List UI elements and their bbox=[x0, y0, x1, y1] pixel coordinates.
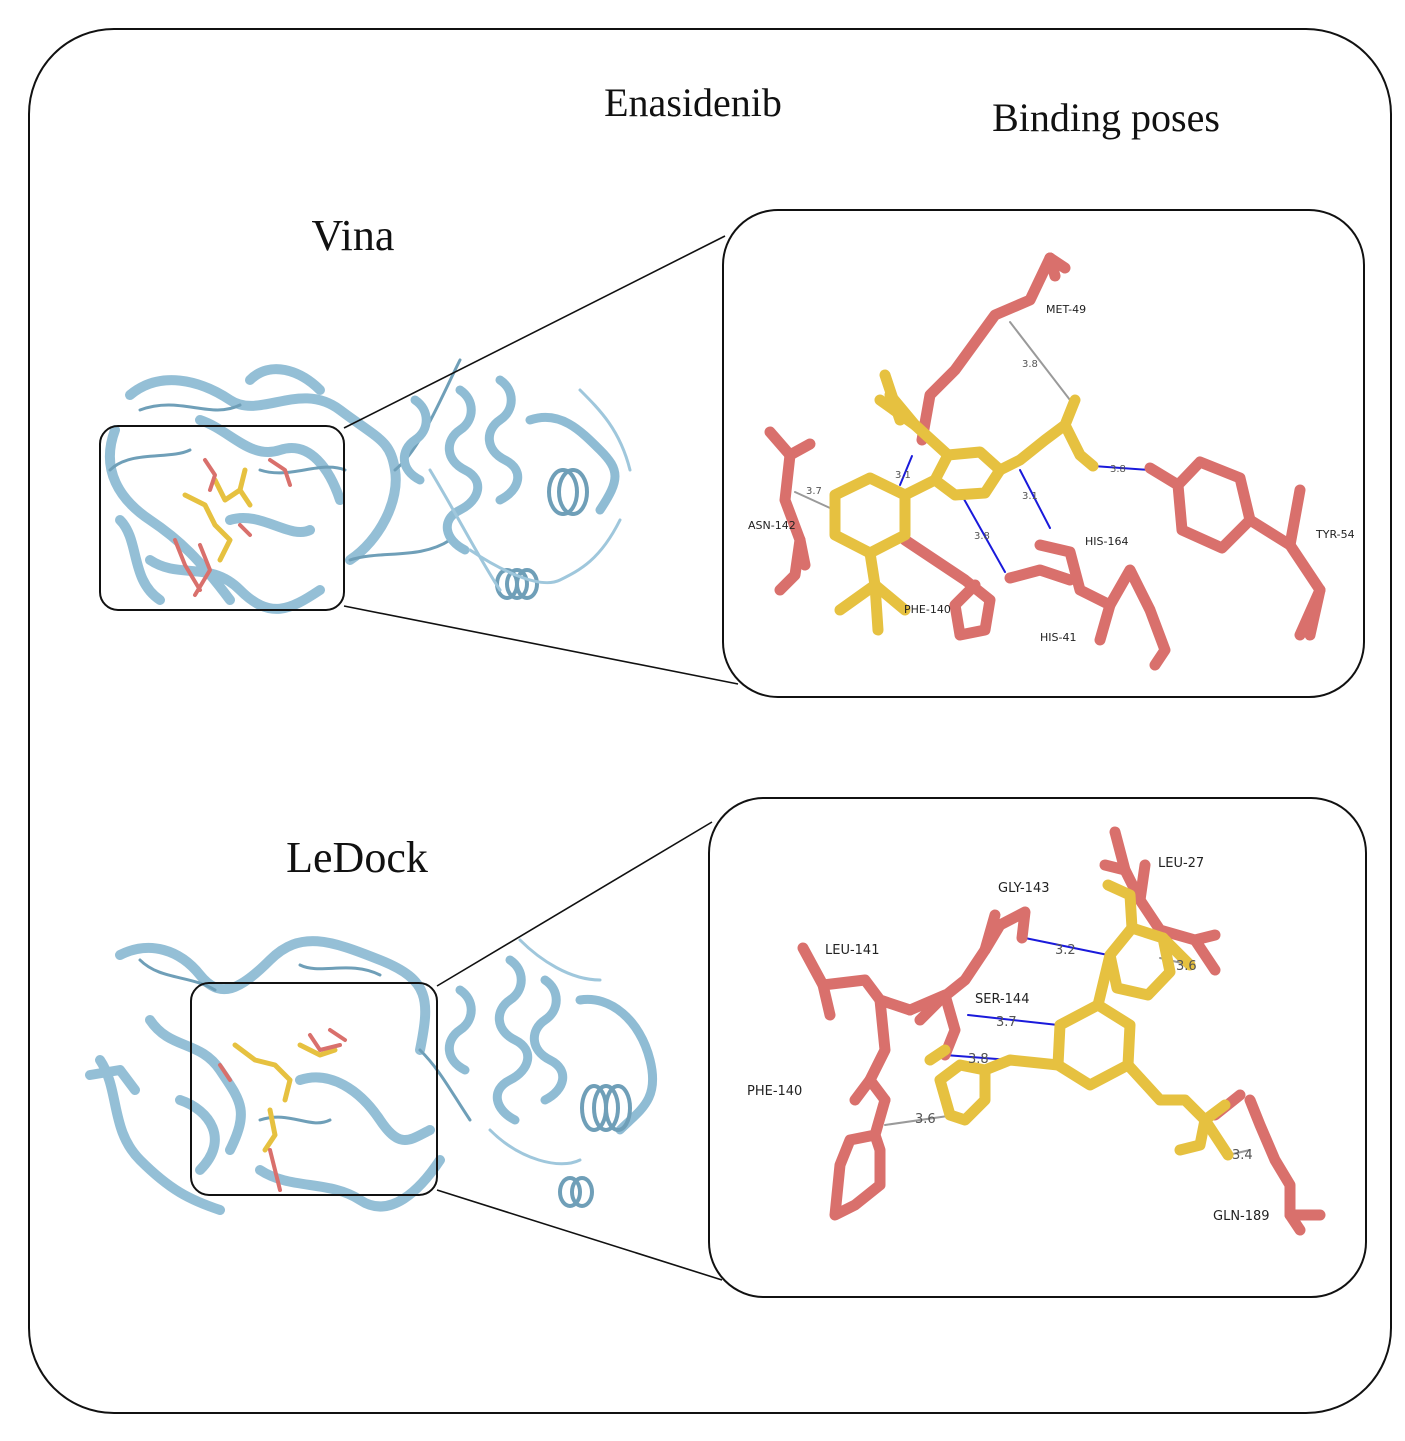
ledock-distance-2: 3.6 bbox=[1176, 959, 1197, 974]
vina-interaction-diagram: 3.8 3.7 3.1 3.8 3.1 3.8 MET-49 ASN-142 T… bbox=[748, 252, 1355, 671]
ledock-distance-1: 3.2 bbox=[1055, 943, 1076, 958]
vina-residue-his41: HIS-41 bbox=[1040, 631, 1076, 644]
ledock-residue-gly143: GLY-143 bbox=[998, 881, 1050, 896]
vina-distance-4: 3.8 bbox=[1110, 464, 1126, 475]
ledock-residue-leu141: LEU-141 bbox=[825, 943, 879, 958]
vina-distance-2: 3.7 bbox=[806, 486, 822, 497]
ledock-residue-phe140: PHE-140 bbox=[747, 1084, 802, 1099]
figure-title: Enasidenib bbox=[604, 80, 782, 125]
vina-residue-asn142: ASN-142 bbox=[748, 519, 796, 532]
vina-zoom-box bbox=[99, 425, 345, 611]
vina-distance-1: 3.8 bbox=[1022, 359, 1038, 370]
ledock-interaction-diagram: 3.2 3.6 3.7 3.8 3.6 3.4 LEU-27 GLY-143 L… bbox=[747, 826, 1326, 1236]
vina-residue-tyr54: TYR-54 bbox=[1315, 528, 1355, 541]
vina-zoom-line-top bbox=[343, 235, 726, 429]
vina-panel: Vina bbox=[99, 209, 1365, 698]
ledock-zoom-line-bottom bbox=[436, 1189, 723, 1281]
vina-distance-3: 3.1 bbox=[895, 470, 911, 481]
ledock-distance-4: 3.8 bbox=[968, 1052, 989, 1067]
ledock-zoom-box bbox=[190, 982, 438, 1196]
vina-distance-6: 3.8 bbox=[974, 531, 990, 542]
vina-residue-phe140: PHE-140 bbox=[904, 603, 951, 616]
ledock-residue-leu27: LEU-27 bbox=[1158, 856, 1204, 871]
figure-subtitle: Binding poses bbox=[992, 95, 1220, 140]
vina-protein-overview bbox=[105, 358, 632, 614]
vina-residue-met49: MET-49 bbox=[1046, 303, 1086, 316]
ledock-distance-3: 3.7 bbox=[996, 1015, 1017, 1030]
ledock-distance-5: 3.6 bbox=[915, 1112, 936, 1127]
ledock-residue-ser144: SER-144 bbox=[975, 992, 1029, 1007]
outer-frame bbox=[28, 28, 1392, 1414]
vina-method-label: Vina bbox=[312, 211, 395, 260]
vina-detail-panel bbox=[722, 209, 1365, 698]
ledock-panel: LeDock bbox=[85, 797, 1367, 1298]
ledock-protein-overview bbox=[85, 936, 658, 1215]
vina-zoom-line-bottom bbox=[343, 605, 739, 685]
ledock-residue-gln189: GLN-189 bbox=[1213, 1209, 1270, 1224]
vina-distance-5: 3.1 bbox=[1022, 491, 1038, 502]
ledock-method-label: LeDock bbox=[286, 833, 428, 882]
ledock-distance-6: 3.4 bbox=[1232, 1148, 1253, 1163]
vina-residue-his164: HIS-164 bbox=[1085, 535, 1128, 548]
ledock-zoom-line-top bbox=[436, 821, 713, 987]
ledock-detail-panel bbox=[708, 797, 1367, 1298]
